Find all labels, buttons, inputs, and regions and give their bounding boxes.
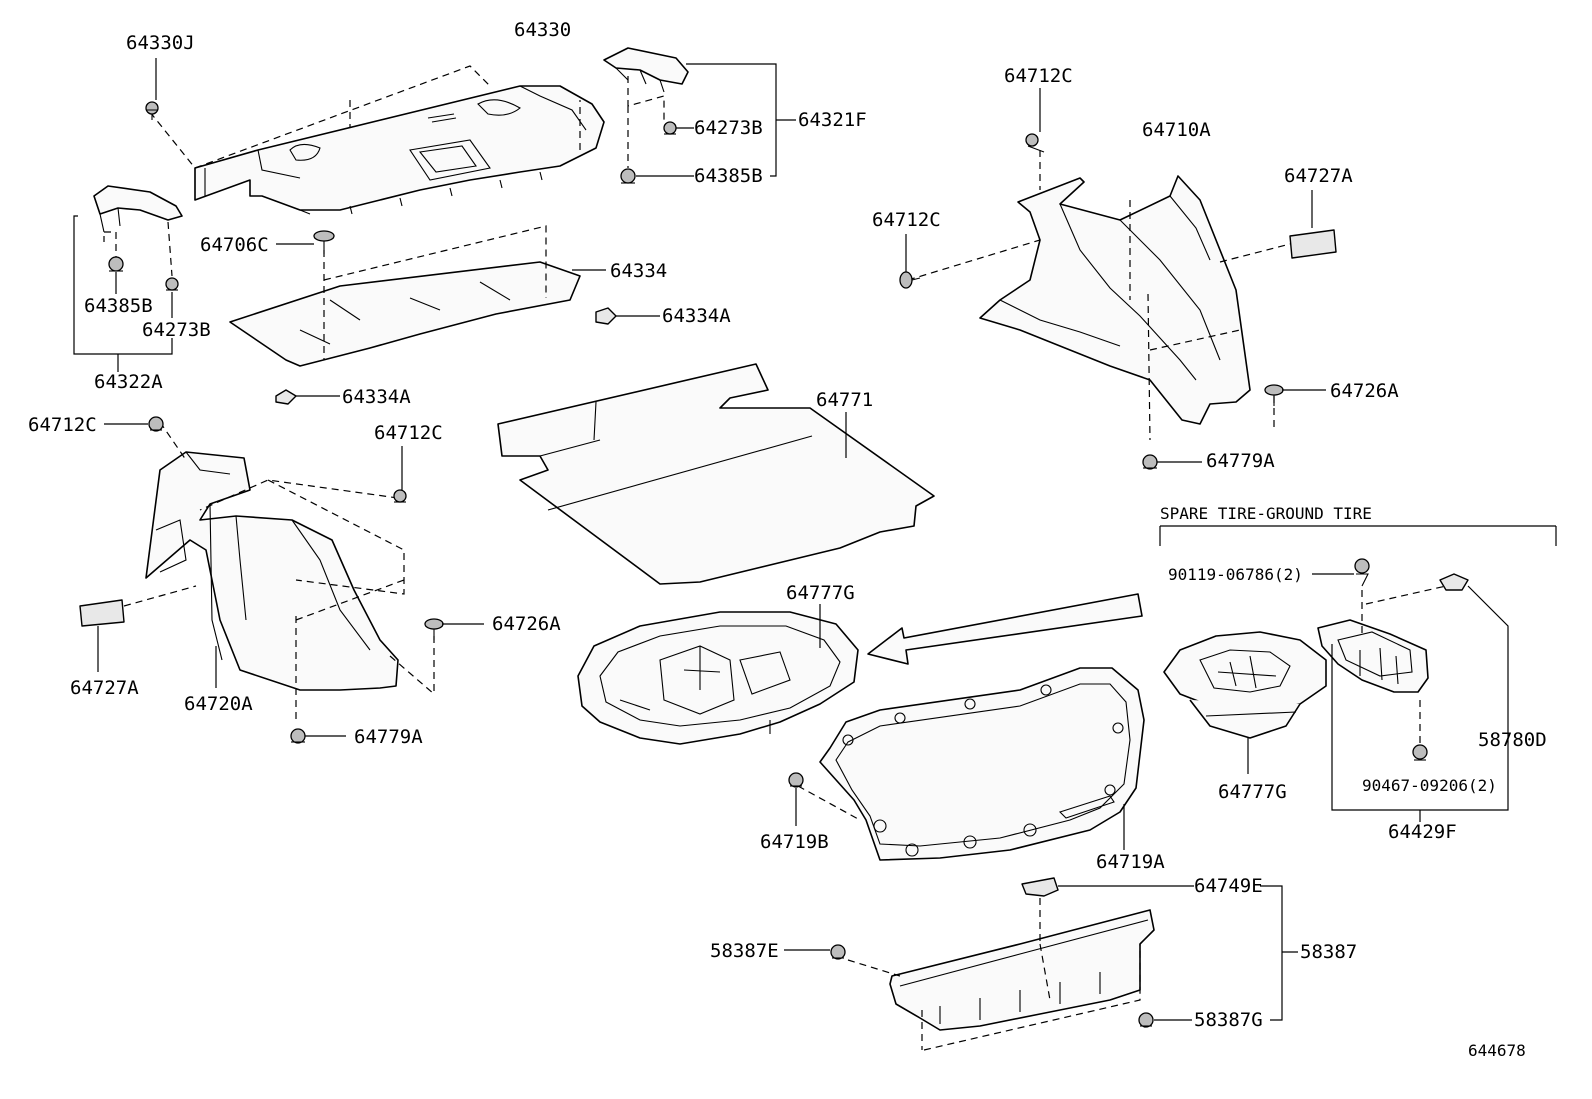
bracket-64321f (603, 47, 689, 93)
pad-64334a-left (275, 389, 297, 405)
fastener-64273b-left (165, 277, 179, 291)
label-64385b-top: 64385B (694, 165, 763, 187)
tray-outline-dash (149, 65, 581, 169)
label-64712c-mid-right: 64712C (872, 209, 941, 231)
section-heading: SPARE TIRE-GROUND TIRE (1160, 504, 1372, 523)
label-64779a-right: 64779A (1206, 450, 1275, 472)
fastener-64385b-top (620, 168, 636, 184)
sill-plate-58387 (889, 909, 1155, 1031)
label-64710a: 64710A (1142, 119, 1211, 141)
label-64273b-left: 64273B (142, 319, 211, 341)
retainer-64749e (1021, 877, 1059, 897)
clip-64726a-left (424, 618, 444, 640)
illustration-number: 644678 (1468, 1041, 1526, 1060)
label-64777g-center: 64777G (786, 582, 855, 604)
side-trim-64720a (145, 451, 399, 691)
clip-58387e (830, 944, 846, 960)
clip-64706c (313, 230, 335, 254)
label-64321f: 64321F (798, 109, 867, 131)
label-64727a-right: 64727A (1284, 165, 1353, 187)
clip-64330j (145, 101, 159, 120)
label-64712c-top-right: 64712C (1004, 65, 1073, 87)
label-64334a-left: 64334A (342, 386, 411, 408)
clip-64712c-mid-right (899, 271, 921, 289)
label-64771: 64771 (816, 389, 873, 411)
direction-arrow (867, 593, 1143, 665)
label-64330j: 64330J (126, 32, 195, 54)
label-64429f: 64429F (1388, 821, 1457, 843)
label-58387g: 58387G (1194, 1009, 1263, 1031)
label-64726a-left: 64726A (492, 613, 561, 635)
label-64322a: 64322A (94, 371, 163, 393)
clip-64712c-left (148, 416, 164, 432)
label-64719b: 64719B (760, 831, 829, 853)
label-64726a-right: 64726A (1330, 380, 1399, 402)
spare-tire-tray-64777g-right (1163, 631, 1327, 739)
trunk-lid-liner-64719a (819, 667, 1145, 861)
label-64385b-left: 64385B (84, 295, 153, 317)
fastener-64273b-top (663, 121, 677, 135)
bolt-90467 (1412, 744, 1428, 761)
package-tray-trim (194, 85, 605, 215)
clip-58387g (1138, 1012, 1154, 1028)
label-58387: 58387 (1300, 941, 1357, 963)
pad-64334a-right (595, 307, 617, 325)
label-64334a-right: 64334A (662, 305, 731, 327)
bolt-90119 (1354, 558, 1370, 587)
clip-64779a-right (1142, 454, 1158, 470)
label-90119-06786: 90119-06786(2) (1168, 565, 1303, 584)
label-64706c: 64706C (200, 234, 269, 256)
side-trim-r-dash (907, 150, 1291, 441)
side-trim-l-dash (123, 421, 435, 724)
label-64273b-top: 64273B (694, 117, 763, 139)
clip-64719b (788, 772, 804, 788)
block-64727a-right (1289, 229, 1337, 259)
floor-panel-64334 (229, 261, 581, 367)
label-64779a-left: 64779A (354, 726, 423, 748)
label-58780d: 58780D (1478, 729, 1547, 751)
clip-64779a-left (290, 728, 306, 744)
label-64777g-right: 64777G (1218, 781, 1287, 803)
label-64727a-left: 64727A (70, 677, 139, 699)
bracket-64322a (93, 185, 183, 233)
block-64727a-left (79, 599, 125, 627)
side-trim-64710a (979, 175, 1251, 425)
label-64334: 64334 (610, 260, 667, 282)
trunk-mat-64771 (497, 363, 935, 585)
clip-64712c-top-right (1025, 133, 1045, 153)
label-64330: 64330 (514, 19, 571, 41)
clip-64712c-center (393, 489, 407, 503)
label-90467-09206: 90467-09206(2) (1362, 776, 1497, 795)
clip-64726a-right (1264, 384, 1284, 406)
part-labels: 64330J 64330 64273B 64321F 64385B 64712C… (28, 19, 1547, 1060)
section-bracket (1159, 525, 1557, 546)
label-58387e: 58387E (710, 940, 779, 962)
fastener-64385b-left (108, 256, 124, 272)
spare-tire-tray-64777g (577, 611, 859, 745)
jack-adapter-58780d (1439, 573, 1469, 591)
tool-tray-64429f (1317, 619, 1429, 693)
label-64719a: 64719A (1096, 851, 1165, 873)
label-64712c-center: 64712C (374, 422, 443, 444)
label-64720a: 64720A (184, 693, 253, 715)
label-64749e: 64749E (1194, 875, 1263, 897)
label-64712c-left: 64712C (28, 414, 97, 436)
